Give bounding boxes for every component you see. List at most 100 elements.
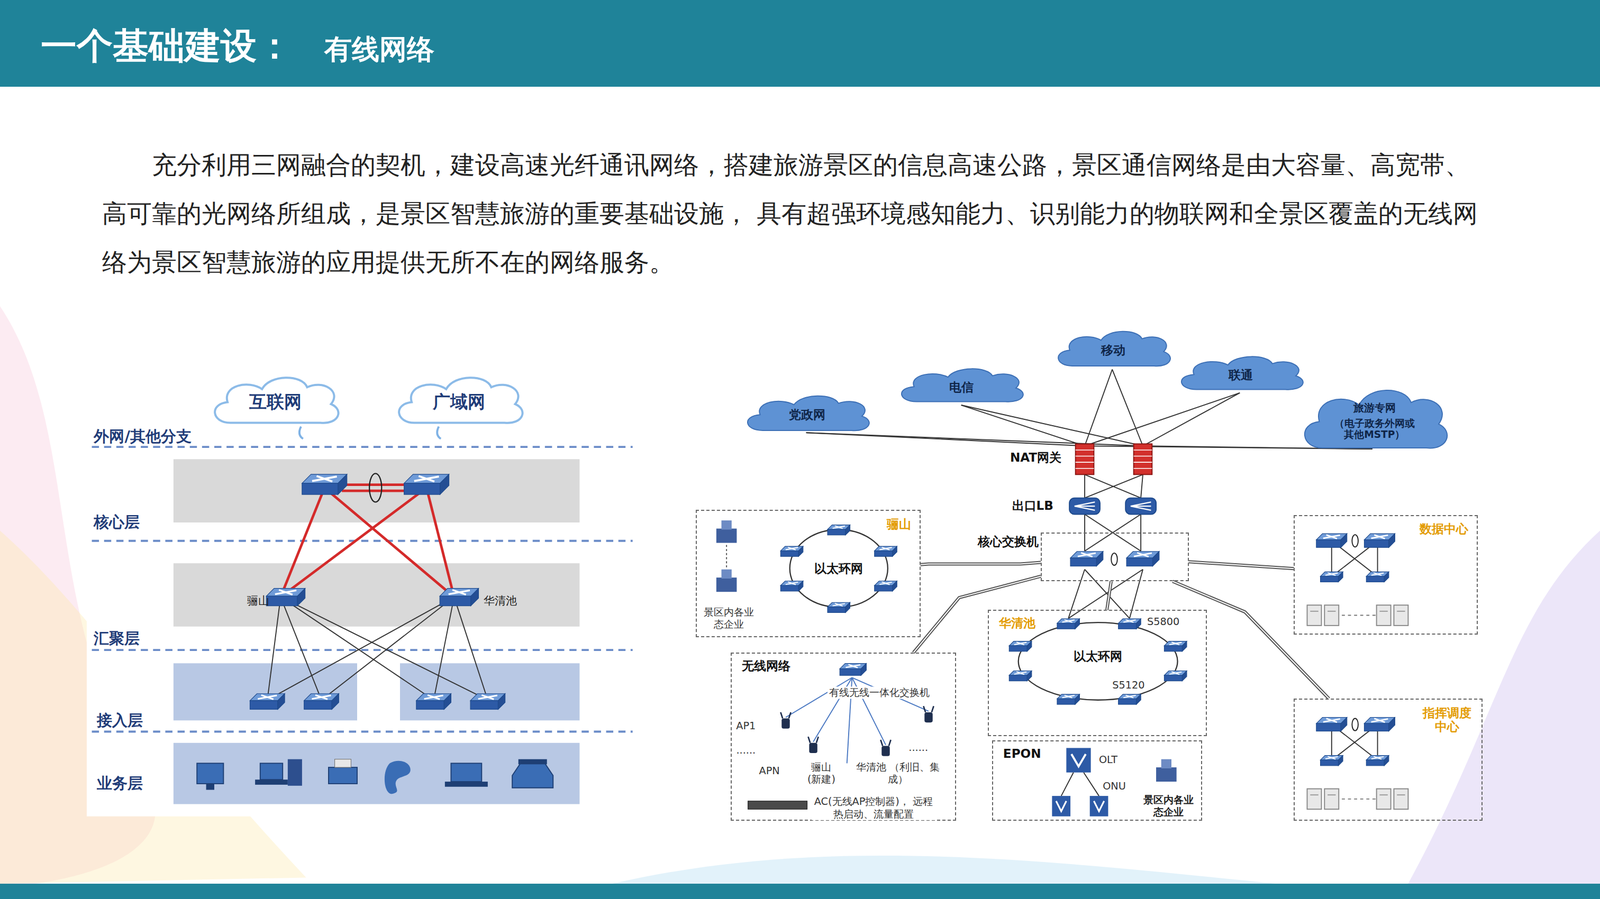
- switch-side: [1340, 533, 1348, 548]
- cloud-outline: [901, 369, 1024, 403]
- switch-front: [439, 596, 471, 606]
- server-icon: [1376, 605, 1392, 626]
- group-box: 华清池: [987, 610, 1208, 737]
- switch-arrows: [1323, 719, 1341, 723]
- switch-icon: [1164, 641, 1187, 652]
- onu-mark: [1093, 801, 1104, 812]
- firewall-icon: [1133, 443, 1153, 475]
- double-link: [913, 576, 1041, 654]
- switch-front: [1320, 760, 1339, 767]
- uplink: [1084, 369, 1113, 447]
- switch-side: [1388, 717, 1396, 732]
- trunk-mark: [1111, 553, 1118, 566]
- core-trunk: [341, 489, 409, 493]
- server-slot: [1327, 611, 1336, 613]
- label: 景区内各业态企业: [1141, 793, 1195, 818]
- label: 核心层: [93, 513, 140, 532]
- monitor-stand: [206, 784, 215, 791]
- switch-arrows: [1169, 642, 1182, 645]
- cloud-label: 移动: [1101, 340, 1126, 359]
- label: 汇聚层: [93, 629, 140, 649]
- lb-icon: [1125, 498, 1157, 515]
- layer-divider: [92, 540, 633, 543]
- cloud-label: 广域网: [432, 388, 486, 413]
- switch-side: [1338, 756, 1343, 767]
- switch-front: [1057, 698, 1076, 705]
- switch-arrows: [448, 590, 470, 596]
- title-bar: [0, 0, 1600, 87]
- body-text: 充分利用三网融合的契机，建设高速光纤通讯网络，搭建旅游景区的信息高速公路，景区通…: [102, 140, 1493, 287]
- firewall-icon: [1075, 443, 1095, 475]
- switch-front: [1320, 576, 1339, 583]
- network-cloud: 移动: [1052, 327, 1174, 371]
- switch-icon: [404, 474, 450, 495]
- switch-front: [266, 596, 298, 606]
- label: 业务层: [96, 774, 143, 794]
- building-body: [1156, 767, 1177, 783]
- ap-antenna: [880, 740, 891, 747]
- switch-front: [1126, 558, 1153, 567]
- switch-side: [1182, 641, 1187, 652]
- cloud-link: [299, 426, 304, 440]
- server-body: [1324, 789, 1339, 811]
- switch-icon: [1364, 717, 1396, 732]
- building-icon: [716, 569, 738, 593]
- network-cloud: 互联网: [208, 372, 342, 429]
- switch-icon: [416, 694, 452, 711]
- building-icon: [716, 520, 738, 543]
- switch-icon: [780, 546, 803, 557]
- switch-side: [1075, 619, 1080, 630]
- uplink: [1084, 393, 1240, 447]
- switch-side: [892, 546, 897, 557]
- server-body: [1307, 605, 1322, 626]
- switch-side: [892, 581, 897, 592]
- switch-side: [1152, 551, 1160, 567]
- switch-front: [304, 701, 332, 710]
- switch-front: [250, 701, 278, 710]
- server-slot: [1396, 794, 1405, 796]
- switch-arrows: [424, 695, 444, 700]
- access-band: [173, 663, 358, 721]
- cloud-outline: [1181, 357, 1304, 390]
- group-box: 数据中心: [1293, 515, 1478, 635]
- switch-side: [1384, 571, 1389, 583]
- switch-front: [1070, 558, 1097, 567]
- label: ......: [908, 741, 929, 754]
- switch-front: [827, 607, 846, 614]
- building-tower: [721, 569, 732, 579]
- switch-icon: [1126, 551, 1160, 567]
- cloud-outline: [1304, 390, 1448, 449]
- network-cloud: 联通: [1175, 352, 1307, 394]
- switch-side: [331, 694, 339, 711]
- swirl: [1407, 530, 1600, 885]
- switch-side: [338, 474, 348, 495]
- switch-arrows: [311, 695, 331, 700]
- pon-link: [1083, 773, 1099, 797]
- label: 景区内各业态企业: [702, 606, 756, 631]
- ap-icon: [923, 706, 934, 723]
- label: 接入层: [96, 711, 143, 730]
- server-slot: [1327, 794, 1336, 796]
- label: AP1: [735, 720, 756, 733]
- switch-side: [277, 694, 285, 711]
- label: ONU: [1102, 780, 1126, 793]
- switch-side: [1338, 571, 1343, 583]
- switch-front: [1316, 540, 1341, 548]
- lb-arrows: [1074, 502, 1096, 511]
- brick-line: [1075, 456, 1095, 458]
- switch-front: [470, 701, 498, 710]
- link-gap: [920, 562, 1042, 566]
- label: AC(无线AP控制器)， 远程热启动、流量配置: [811, 795, 936, 821]
- connector-group: [920, 562, 1042, 566]
- onu-icon: [1051, 796, 1071, 817]
- brick-line: [1133, 468, 1153, 470]
- switch-side: [1182, 671, 1187, 682]
- network-cloud: 广域网: [393, 372, 526, 429]
- label: 骊山 (新建): [801, 761, 842, 786]
- diagram-ground: [86, 372, 638, 817]
- olt-body: [1066, 748, 1091, 773]
- box-heading: 指挥调度中心: [1420, 706, 1474, 735]
- label: 有线网络: [324, 32, 435, 66]
- cloud-label: 旅游专网: [1353, 398, 1396, 415]
